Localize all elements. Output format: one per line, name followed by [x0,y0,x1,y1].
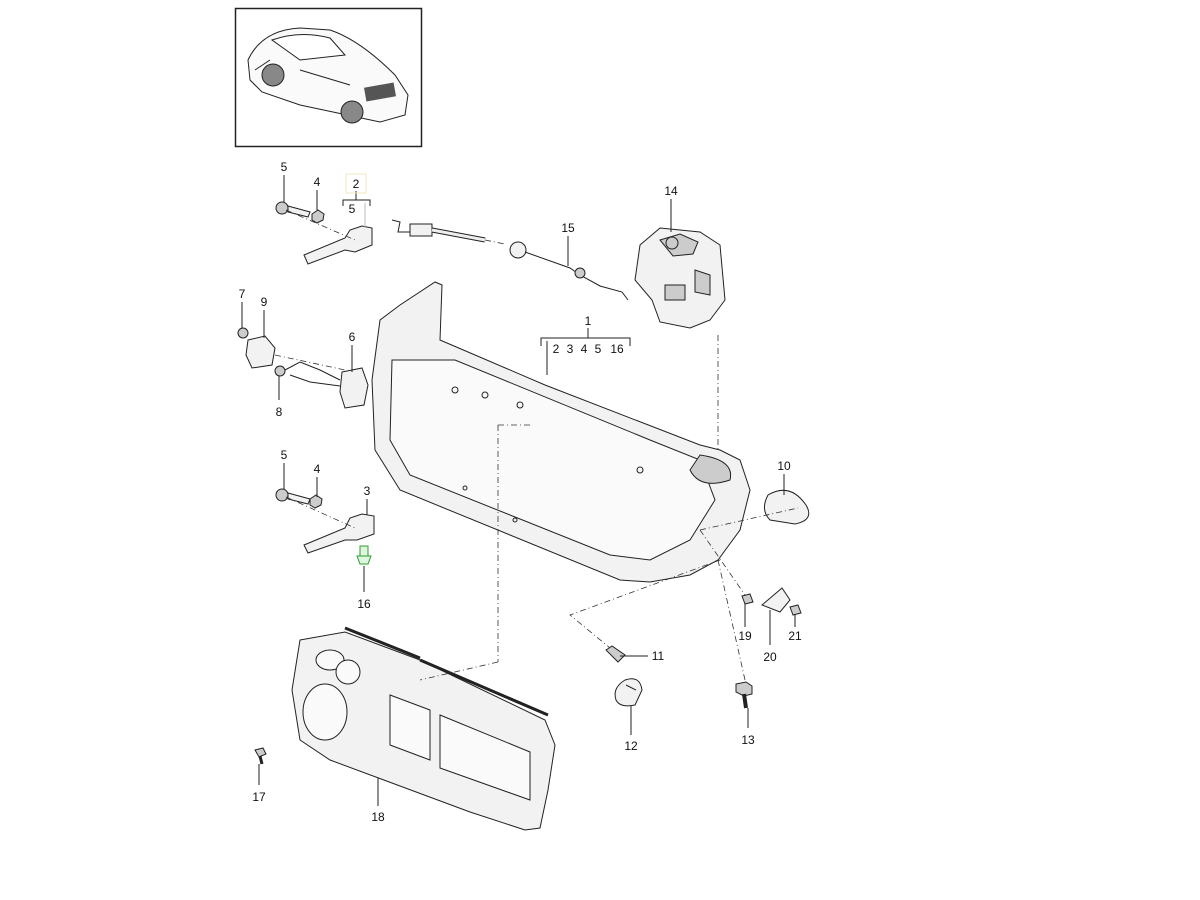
screw-small[interactable] [254,747,267,765]
callout-5-upper[interactable]: 5 [281,160,288,174]
callout-16[interactable]: 16 [357,597,371,611]
cap-and-screw-left[interactable] [605,645,643,707]
callout-21[interactable]: 21 [788,629,802,643]
callout-1-sub[interactable]: 3 [567,342,574,356]
plate-and-screws[interactable] [741,587,802,616]
door-switch-assembly[interactable] [237,327,369,409]
bolt[interactable] [735,681,753,709]
callout-6[interactable]: 6 [349,330,356,344]
door-release-cable[interactable] [391,219,629,301]
callout-5-lower[interactable]: 5 [281,448,288,462]
door-check-strap-upper[interactable] [275,201,373,265]
callout-4-lower[interactable]: 4 [314,462,321,476]
callout-18[interactable]: 18 [371,810,385,824]
vehicle-thumbnail[interactable] [234,7,423,148]
callout-20[interactable]: 20 [763,650,777,664]
leader-lines [241,175,796,806]
callout-1-sub[interactable]: 2 [553,342,560,356]
callout-1-sub[interactable]: 5 [595,342,602,356]
callout-19[interactable]: 19 [738,629,752,643]
handle-cover[interactable] [764,489,810,525]
callout-2-sub-5[interactable]: 5 [349,202,356,216]
callout-1-sub[interactable]: 4 [581,342,588,356]
door-check-strap-lower[interactable] [275,488,375,554]
callout-8[interactable]: 8 [276,405,283,419]
door-shell[interactable] [371,281,751,583]
callout-11[interactable]: 11 [652,649,665,663]
callout-13[interactable]: 13 [741,733,755,747]
callout-7[interactable]: 7 [239,287,246,301]
screw-highlighted[interactable] [356,545,372,565]
callout-labels: 5 4 2 5 15 14 7 9 1 2 3 4 5 16 6 8 5 4 3… [239,160,802,824]
callout-2[interactable]: 2 [353,177,360,191]
callout-1-sub[interactable]: 16 [610,342,624,356]
door-inner-panel[interactable] [291,626,556,831]
callout-15[interactable]: 15 [561,221,575,235]
callout-3[interactable]: 3 [364,484,371,498]
callout-4-upper[interactable]: 4 [314,175,321,189]
assembly-lines [419,335,799,681]
callout-9[interactable]: 9 [261,295,268,309]
callout-14[interactable]: 14 [664,184,678,198]
callout-12[interactable]: 12 [624,739,638,753]
door-lock[interactable] [634,227,726,329]
callout-10[interactable]: 10 [777,459,791,473]
callout-1[interactable]: 1 [585,314,592,328]
callout-17[interactable]: 17 [252,790,266,804]
